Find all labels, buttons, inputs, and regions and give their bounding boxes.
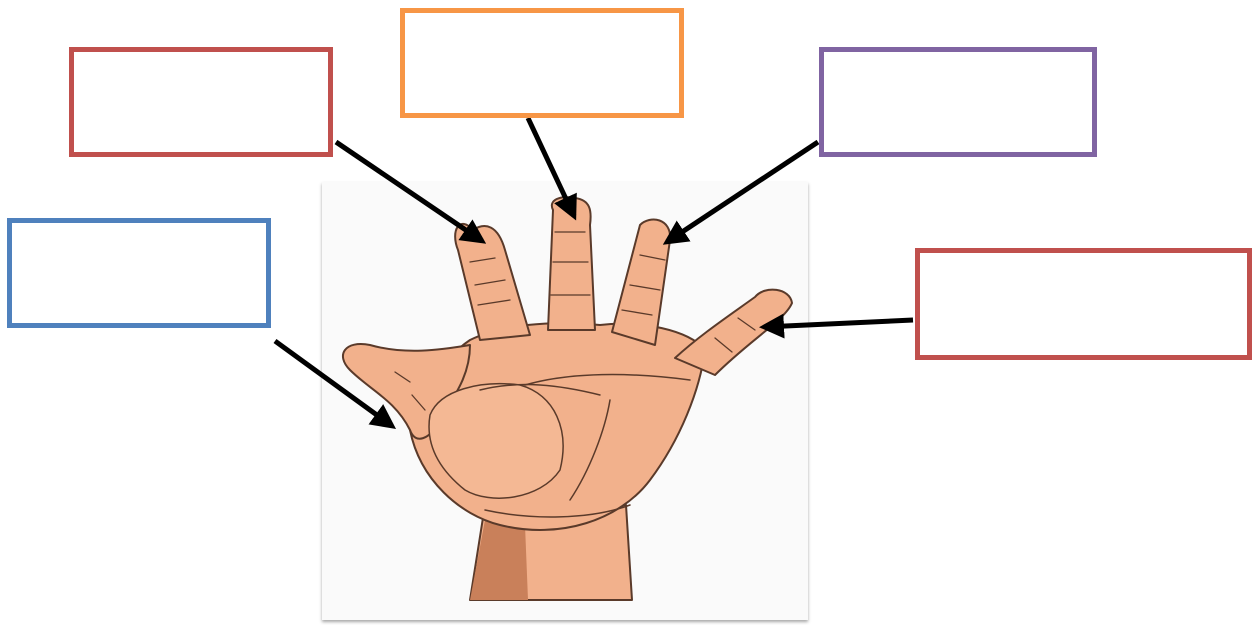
wrist-shadow	[470, 520, 528, 600]
label-box-middle[interactable]	[400, 8, 684, 118]
middle-finger	[547, 196, 596, 331]
little-finger	[674, 288, 793, 376]
arrow-little	[759, 313, 914, 339]
arrow-index	[334, 139, 487, 244]
arrow-ring	[662, 139, 820, 245]
label-box-thumb[interactable]	[7, 218, 271, 328]
label-box-index[interactable]	[69, 47, 333, 157]
thenar-pad	[428, 383, 564, 499]
arrow-middle	[525, 116, 577, 221]
label-box-ring[interactable]	[819, 47, 1097, 157]
arrow-thumb	[273, 338, 397, 429]
open-hand-illustration	[341, 196, 793, 601]
hand-image-frame	[322, 182, 808, 620]
label-box-little[interactable]	[915, 248, 1252, 360]
